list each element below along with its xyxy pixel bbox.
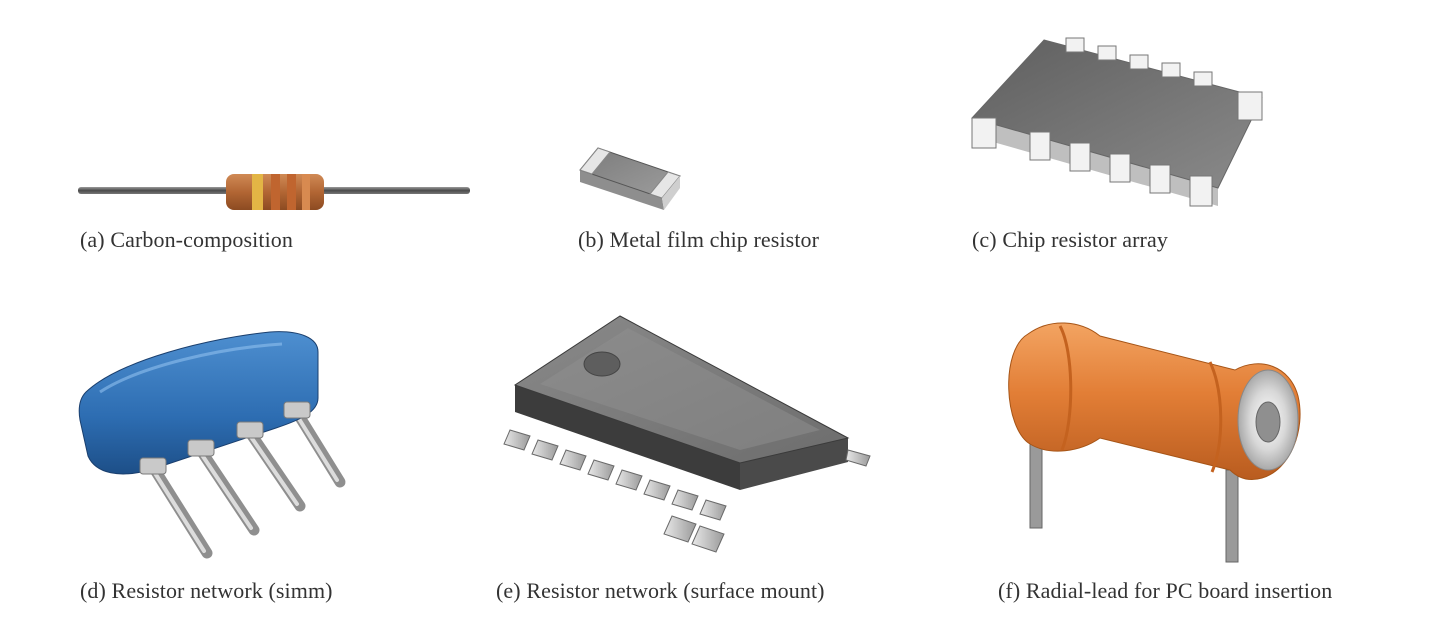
smd-pins-front	[503, 429, 727, 553]
ic-side-right	[740, 438, 848, 490]
caption-radial-lead: (f) Radial-lead for PC board insertion	[998, 578, 1333, 603]
caption-resistor-network-surface-mount: (e) Resistor network (surface mount)	[496, 578, 825, 603]
simm-body-highlight	[99, 342, 283, 394]
chip-side	[580, 170, 664, 210]
resistor-network-surface-mount	[503, 315, 871, 553]
ic-side	[515, 385, 740, 490]
chip-resistor-array	[971, 37, 1263, 207]
chip-end-cap-left	[579, 147, 611, 175]
chip-end-side	[662, 176, 680, 210]
radial-body	[1008, 322, 1301, 481]
carbon-composition-resistor	[78, 174, 470, 210]
radial-lead-right	[1225, 469, 1239, 563]
lead-wire-right	[318, 187, 470, 194]
smd-pin-end	[845, 449, 871, 467]
radial-lead-resistor	[1008, 322, 1301, 563]
simm-body	[78, 331, 319, 475]
caption-carbon-composition: (a) Carbon-composition	[80, 227, 293, 252]
color-band-2	[271, 174, 280, 210]
radial-band-left	[1058, 325, 1073, 451]
radial-band-right	[1208, 361, 1223, 473]
metal-film-chip-resistor	[579, 147, 681, 210]
lead-wire-left	[78, 187, 230, 194]
pin-1-marker	[583, 351, 621, 377]
simm-pin-highlights	[151, 412, 339, 553]
color-band-1	[252, 174, 263, 210]
caption-metal-film-chip-resistor: (b) Metal film chip resistor	[578, 227, 820, 252]
caption-chip-resistor-array: (c) Chip resistor array	[972, 227, 1168, 252]
simm-pin-shoulders	[139, 401, 311, 475]
array-top	[971, 39, 1263, 189]
color-band-4	[302, 174, 310, 210]
array-terminals	[971, 37, 1263, 207]
color-band-3	[287, 174, 296, 210]
resistor-network-simm	[78, 331, 346, 559]
radial-end-hole	[1255, 401, 1281, 443]
caption-resistor-network-simm: (d) Resistor network (simm)	[80, 578, 333, 603]
